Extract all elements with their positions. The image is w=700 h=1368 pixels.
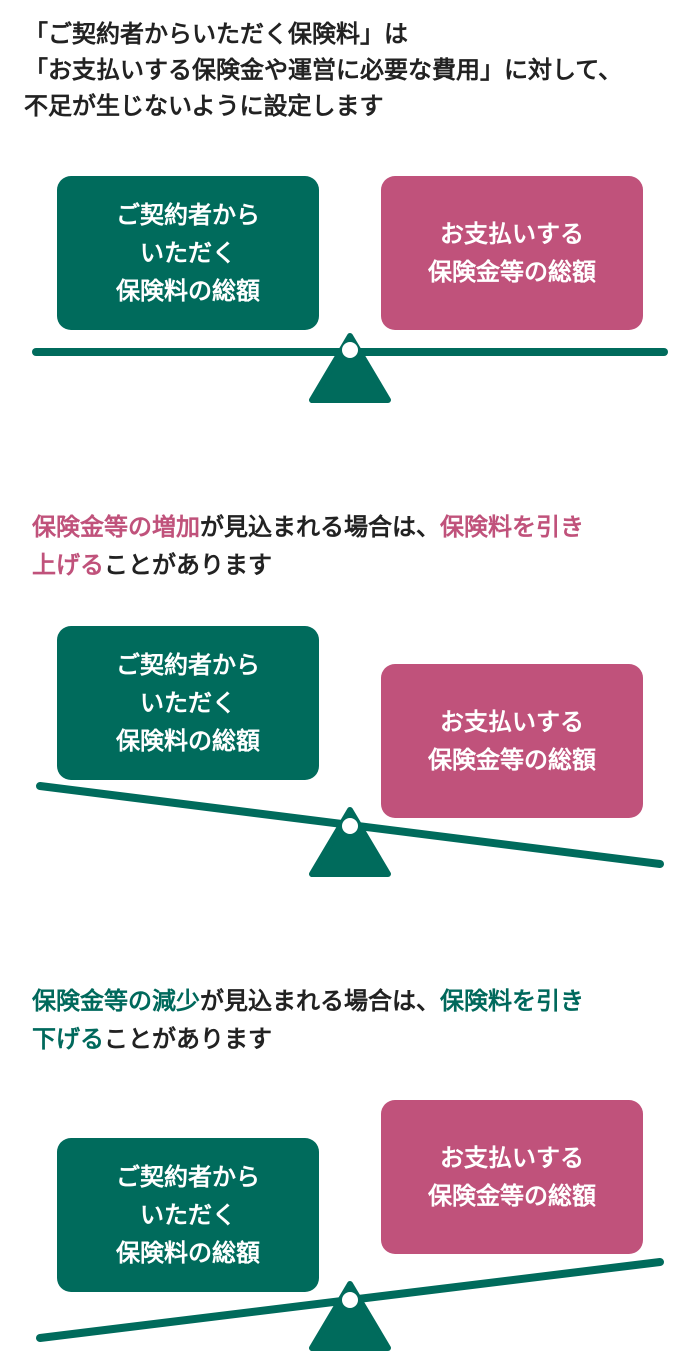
fulcrum-increase (309, 807, 391, 877)
premium-box-decrease: ご契約者から いただく 保険料の総額 (57, 1138, 319, 1292)
fulcrum-decrease (309, 1281, 391, 1351)
premium-box-increase: ご契約者から いただく 保険料の総額 (57, 626, 319, 780)
caption-decrease-text-1: が見込まれる場合は、 (200, 987, 440, 1015)
payout-box-decrease: お支払いする 保険金等の総額 (381, 1100, 643, 1254)
payout-box-increase: お支払いする 保険金等の総額 (381, 664, 643, 818)
caption-decrease-line2-highlight: 下げる (32, 1025, 104, 1053)
caption-decrease: 保険金等の減少が見込まれる場合は、保険料を引き 下げることがあります (32, 982, 672, 1058)
payout-box-line-2: 保険金等の総額 (428, 1182, 596, 1210)
premium-box-line-1: ご契約者から (116, 651, 260, 679)
pivot-increase (342, 818, 358, 834)
payout-box-line-2: 保険金等の総額 (428, 746, 596, 774)
premium-box-line-1: ご契約者から (116, 1163, 260, 1191)
caption-increase-text-1: が見込まれる場合は、 (200, 513, 440, 541)
caption-increase-highlight-1: 保険金等の増加 (32, 513, 200, 541)
payout-box-line-1: お支払いする (440, 1144, 584, 1172)
intro-line-1: 「ご契約者からいただく保険料」は (24, 20, 408, 48)
caption-increase: 保険金等の増加が見込まれる場合は、保険料を引き 上げることがあります (32, 508, 672, 584)
intro-line-2: 「お支払いする保険金や運営に必要な費用」に対して、 (24, 56, 623, 84)
intro-line-3: 不足が生じないように設定します (24, 92, 384, 120)
premium-box-line-2: いただく (140, 239, 236, 267)
premium-box-line-2: いただく (140, 689, 236, 717)
premium-box-line-2: いただく (140, 1201, 236, 1229)
fulcrum-balanced (309, 333, 391, 403)
caption-decrease-highlight-2: 保険料を引き (440, 987, 584, 1015)
premium-box-line-1: ご契約者から (116, 201, 260, 229)
payout-box-balanced: お支払いする 保険金等の総額 (381, 176, 643, 330)
premium-box-balanced: ご契約者から いただく 保険料の総額 (57, 176, 319, 330)
caption-decrease-line2-text: ことがあります (104, 1025, 272, 1053)
payout-box-line-2: 保険金等の総額 (428, 258, 596, 286)
caption-increase-line2-text: ことがあります (104, 551, 272, 579)
caption-increase-line2-highlight: 上げる (32, 551, 104, 579)
premium-box-line-3: 保険料の総額 (116, 727, 260, 755)
premium-box-line-3: 保険料の総額 (116, 277, 260, 305)
payout-box-line-1: お支払いする (440, 708, 584, 736)
caption-increase-highlight-2: 保険料を引き (440, 513, 584, 541)
payout-box-line-1: お支払いする (440, 220, 584, 248)
pivot-balanced (342, 342, 358, 358)
pivot-decrease (342, 1292, 358, 1308)
premium-box-line-3: 保険料の総額 (116, 1239, 260, 1267)
caption-decrease-highlight-1: 保険金等の減少 (32, 987, 200, 1015)
intro-text: 「ご契約者からいただく保険料」は 「お支払いする保険金や運営に必要な費用」に対し… (24, 16, 684, 124)
